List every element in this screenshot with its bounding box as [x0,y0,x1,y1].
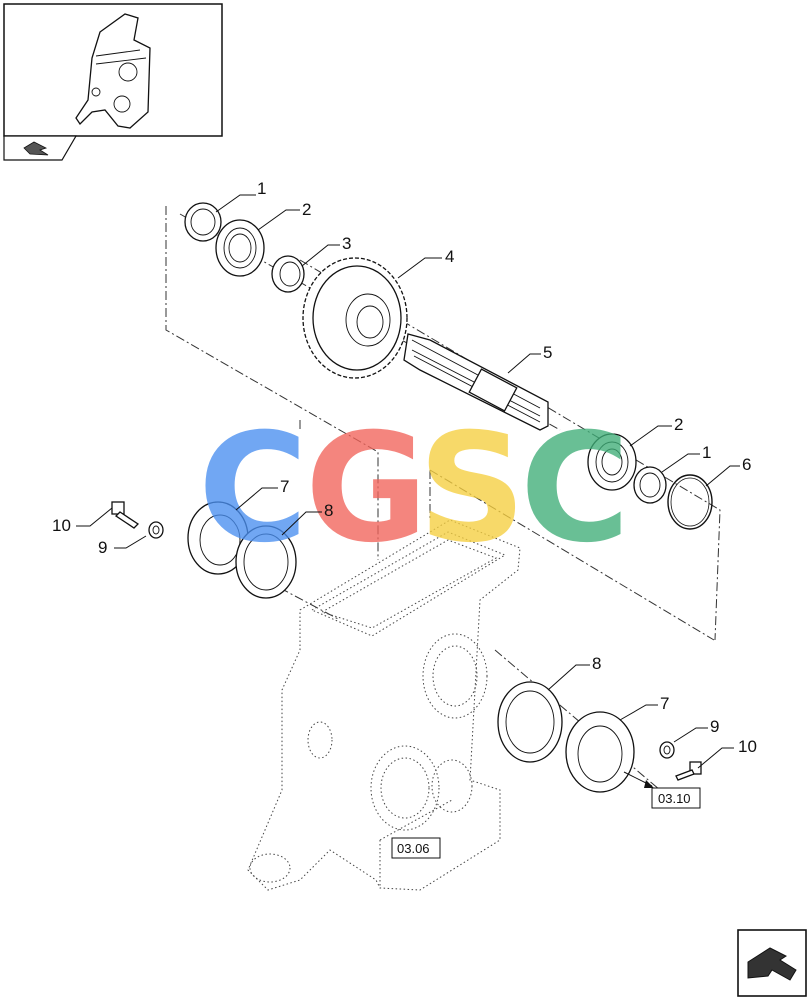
part-4-gear[interactable] [302,257,408,379]
page-arrow-icon[interactable] [3,135,78,161]
part-1-ring-top[interactable] [184,202,222,242]
callout-2: 2 [674,415,683,434]
callout-9: 9 [98,538,107,557]
next-page-arrow-icon[interactable] [737,929,807,997]
part-7-cover-left[interactable] [187,501,249,575]
callout-9: 9 [710,717,719,736]
callout-3: 3 [342,234,351,253]
watermark: C G S C [198,402,630,576]
watermark-letter: C [520,402,630,576]
callout-1: 1 [702,443,711,462]
callout-1: 1 [257,179,266,198]
part-10-bolt-left[interactable] [111,501,140,529]
part-8-gasket-left[interactable] [235,525,297,599]
callout-7: 7 [280,477,289,496]
reference-label: 03.10 [658,791,691,806]
reference-03-10[interactable]: 03.10 [623,771,701,809]
callout-6: 6 [742,455,751,474]
callout-10: 10 [52,516,71,535]
callout-4: 4 [445,247,454,266]
part-7-cover-right[interactable] [565,711,635,793]
part-2-bearing-top[interactable] [215,219,265,277]
watermark-letter: S [418,402,526,576]
part-3-spacer[interactable] [271,255,305,293]
watermark-letter: G [305,402,428,576]
part-9-washer-left[interactable] [148,521,164,539]
part-5-splined-shaft[interactable] [403,333,549,431]
part-2-bearing-lower[interactable] [587,433,637,491]
leader-lines [76,194,740,769]
part-6-circlip[interactable] [667,474,713,530]
callout-7: 7 [660,694,669,713]
part-8-gasket-right[interactable] [497,681,563,763]
assembly-thumbnail-icon[interactable] [3,3,223,137]
callout-2: 2 [302,200,311,219]
gearbox-housing [247,519,521,891]
part-9-washer-right[interactable] [659,741,675,759]
part-10-bolt-right[interactable] [675,761,702,781]
callout-10: 10 [738,737,757,756]
callout-5: 5 [543,343,552,362]
callout-8: 8 [324,501,333,520]
reference-label: 03.06 [397,841,430,856]
callouts: 1 2 3 4 5 2 1 6 7 8 10 9 8 7 9 10 [52,179,757,756]
reference-03-06[interactable]: 03.06 [391,837,441,859]
watermark-letter: C [198,402,308,576]
callout-8: 8 [592,654,601,673]
part-1-ring-lower[interactable] [633,466,667,504]
